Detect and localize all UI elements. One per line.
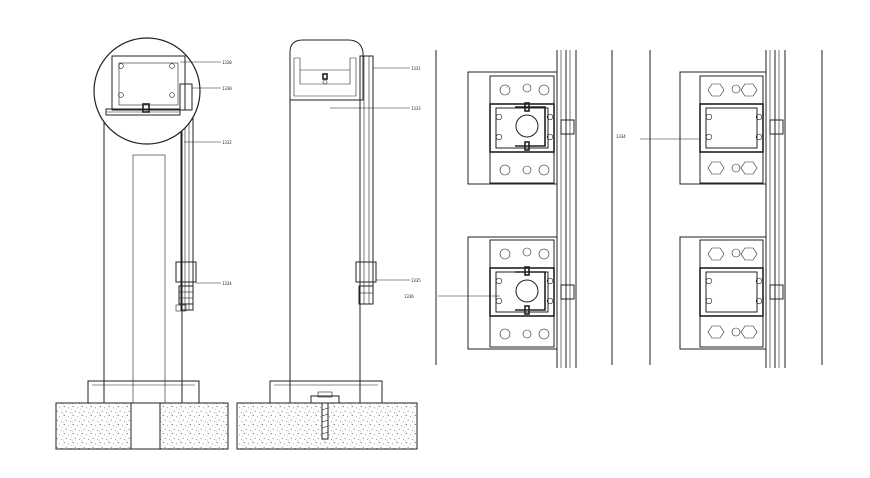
label-tag: 1330: [222, 86, 232, 91]
front-elevation: 1331 1333 1335: [236, 39, 421, 450]
label-tag: 1334: [222, 281, 232, 286]
detail-callout-circle: [93, 37, 201, 145]
anchor-recess: [130, 402, 161, 450]
post-inner-slot: [132, 154, 166, 404]
label-tag: 1333: [411, 106, 421, 111]
plan-detail-right: 1334: [616, 50, 823, 368]
label-tag: 1335: [411, 278, 421, 283]
post-body: [289, 99, 361, 404]
label-tag: 1332: [222, 140, 232, 145]
label-tag: 1336: [404, 294, 414, 299]
post-body: [103, 109, 183, 404]
plan-detail-left: 1336 ·: [404, 50, 613, 368]
label-tag: 1320: [222, 60, 232, 65]
label-tag: 1334: [616, 134, 626, 139]
label-tag: 1331: [411, 66, 421, 71]
label-tag: ·: [505, 85, 507, 90]
side-elevation: 1320 1330 1332 1334: [55, 37, 232, 450]
